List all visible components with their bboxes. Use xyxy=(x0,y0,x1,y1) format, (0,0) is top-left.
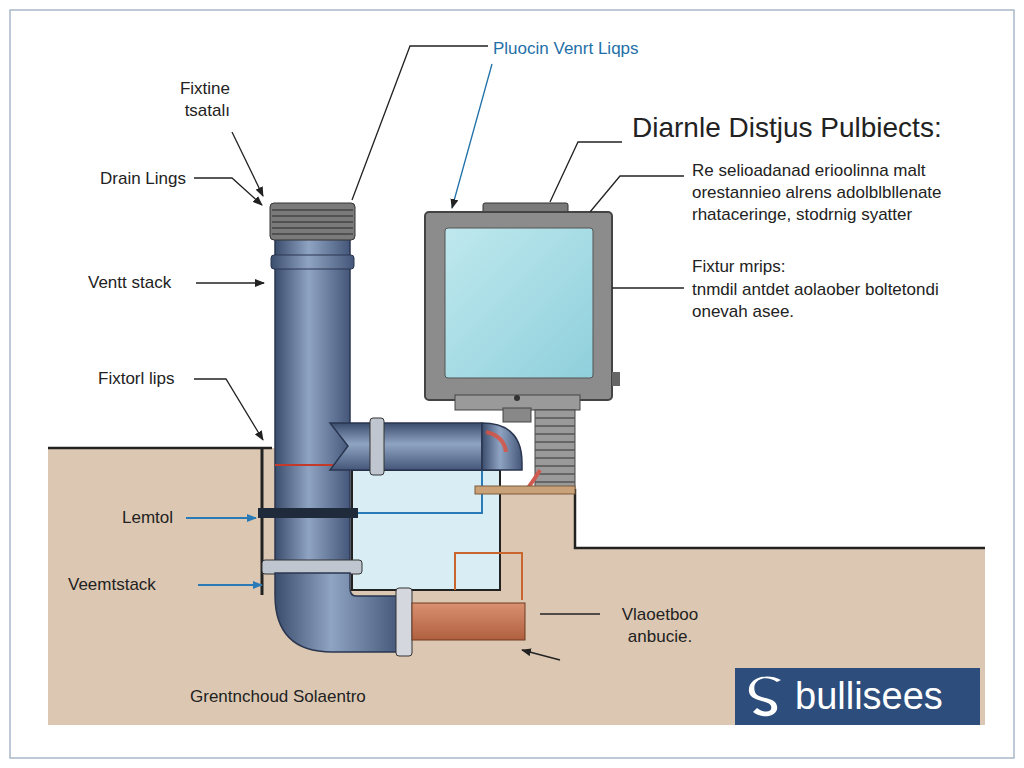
callout-label: Lemtol xyxy=(122,507,173,529)
branch-pipe xyxy=(372,423,482,470)
vent-stack-pipe xyxy=(275,238,350,573)
pipe-clamp xyxy=(258,508,358,518)
outlet-dot xyxy=(514,395,520,401)
callout-label: Ventt stack xyxy=(88,272,171,294)
fixture-shelf xyxy=(475,486,575,494)
callout-label: Drain Lings xyxy=(100,168,186,190)
hose-ridges xyxy=(535,418,575,482)
pipe-collar xyxy=(370,418,384,475)
diagram-caption: Grentnchoud Solaentro xyxy=(190,686,366,708)
callout-label: Vlaoetboo anbucie. xyxy=(605,604,715,648)
pipe-elbow xyxy=(482,423,522,470)
vent-cap xyxy=(270,203,355,240)
logo-box: bullisees xyxy=(735,668,980,725)
fixture-housing xyxy=(425,212,612,400)
description-text: Re selioadanad erioolinna malt orestanni… xyxy=(692,160,997,226)
callout-label: Pluocin Venrt Liqps xyxy=(493,38,639,60)
callout-label: Veemtstack xyxy=(68,574,156,596)
ground-edge xyxy=(48,447,272,450)
fixture-knob xyxy=(612,372,620,386)
pipe-collar xyxy=(271,255,354,269)
red-drip xyxy=(528,470,540,488)
pipe-elbow xyxy=(275,573,400,652)
logo-text: bullisees xyxy=(735,668,953,725)
leader-lines xyxy=(194,46,684,660)
description-text: tnmdil antdet aolaober boltetondi onevah… xyxy=(692,279,997,323)
fixture-window xyxy=(445,228,593,378)
page-frame xyxy=(10,10,1014,758)
ground xyxy=(48,448,985,725)
fixture-outlet xyxy=(503,408,531,422)
pipe-tee xyxy=(330,423,372,470)
red-glow xyxy=(486,432,506,452)
section-heading: Fixtur mrips: xyxy=(692,256,786,278)
callout-label: Fixtorl lips xyxy=(98,368,175,390)
ground-edge xyxy=(505,490,985,548)
blue-leader-lines xyxy=(186,518,262,585)
callout-label: Fixtine tsatalı xyxy=(135,78,230,122)
water-line xyxy=(350,470,482,513)
diagram-title: Diarnle Distjus Pulbiects: xyxy=(632,110,942,146)
logo-icon xyxy=(743,668,789,725)
copper-line xyxy=(455,553,522,600)
pipe-collar xyxy=(262,560,362,574)
pipe-flange xyxy=(396,588,412,656)
flex-hose xyxy=(535,410,575,488)
cap-ridges xyxy=(272,210,353,234)
copper-pipe xyxy=(412,603,525,640)
